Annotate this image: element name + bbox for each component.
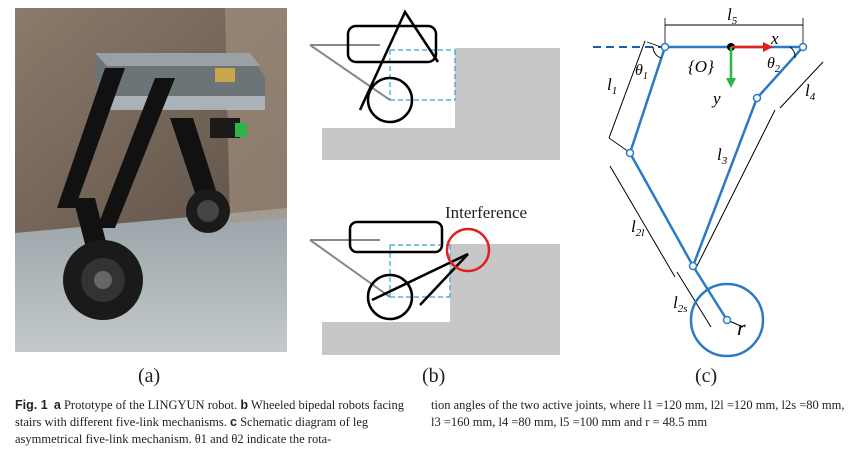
top-wheel bbox=[366, 76, 414, 124]
label-l2s: l2s bbox=[673, 293, 688, 315]
label-l4: l4 bbox=[805, 81, 816, 103]
link-l3 bbox=[691, 97, 759, 267]
interference-circle bbox=[445, 227, 491, 273]
link-l2l bbox=[628, 152, 695, 267]
link-l2s bbox=[691, 265, 729, 321]
top-stair bbox=[322, 48, 560, 160]
bottom-body bbox=[348, 220, 444, 254]
top-body bbox=[346, 24, 438, 64]
panel-c-label: (c) bbox=[695, 365, 718, 387]
bottom-wheel bbox=[366, 273, 414, 321]
caption-left-column: Fig. 1 a Prototype of the LINGYUN robot.… bbox=[15, 398, 404, 446]
label-l3: l3 bbox=[717, 145, 728, 167]
link-l1 bbox=[628, 46, 667, 154]
label-theta2: θ2 bbox=[767, 55, 780, 75]
label-l1: l1 bbox=[607, 75, 617, 97]
interference-label: Interference bbox=[445, 203, 527, 222]
bottom-stair bbox=[322, 244, 560, 355]
panel-c-diagram: l5 x y {O} l1 θ1 l2l l4 θ2 l3 bbox=[593, 5, 824, 358]
label-origin: {O} bbox=[688, 57, 714, 76]
panel-a-label: (a) bbox=[138, 365, 161, 387]
fig-label: Fig. 1 bbox=[15, 398, 48, 412]
panel-c-schematic: l5 x y {O} l1 θ1 l2l l4 θ2 l3 bbox=[585, 0, 855, 360]
caption-right-column: tion angles of the two active joints, wh… bbox=[431, 398, 845, 429]
robot-photo-illustration bbox=[15, 8, 287, 352]
label-l5: l5 bbox=[727, 5, 738, 27]
panel-b-diagram: Interference bbox=[309, 9, 560, 355]
label-x: x bbox=[770, 29, 779, 48]
label-y: y bbox=[711, 89, 721, 108]
label-theta1: θ1 bbox=[635, 62, 648, 82]
wheel bbox=[689, 282, 765, 358]
robot-photo bbox=[15, 8, 287, 352]
label-r: r bbox=[737, 315, 746, 340]
panel-b-label: (b) bbox=[422, 365, 446, 387]
panel-b-five-link-comparison: Interference bbox=[300, 0, 560, 360]
